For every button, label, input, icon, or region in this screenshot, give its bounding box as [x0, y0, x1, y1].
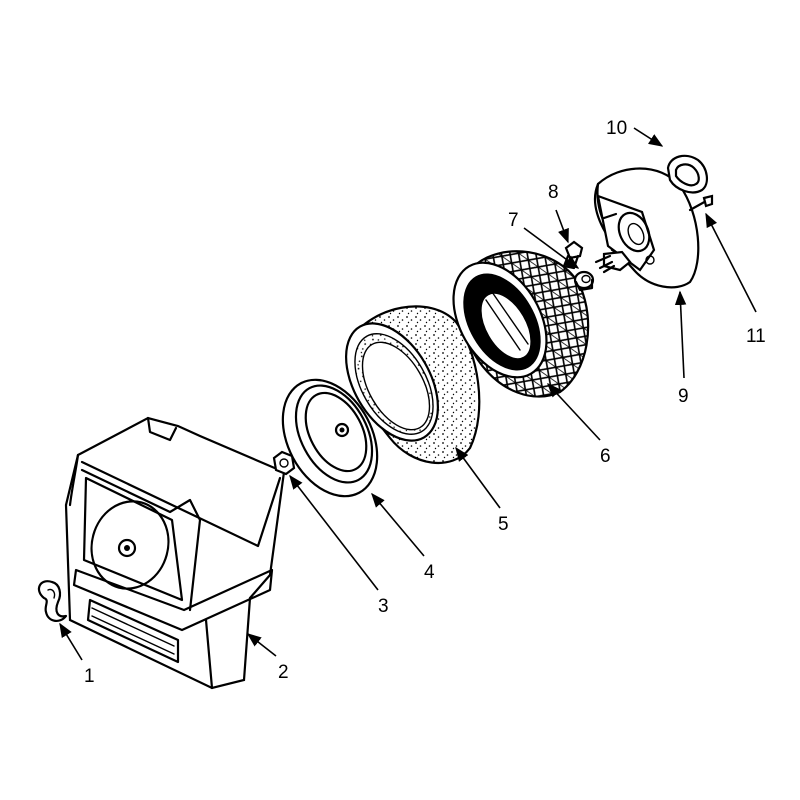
part-11-screw [688, 194, 714, 212]
part-5-foam-prefilter [344, 305, 481, 464]
part-1-clip [37, 580, 68, 622]
callout-2: 2 [278, 662, 289, 683]
callout-3: 3 [378, 596, 389, 617]
part-6-paper-filter [452, 250, 590, 398]
part-3-nut [272, 450, 296, 476]
part-2-cover [64, 416, 286, 690]
part-7-spacer [573, 270, 595, 292]
leader-lines [59, 127, 757, 661]
callout-7: 7 [508, 210, 519, 231]
part-9-back-plate [593, 167, 700, 289]
callout-4: 4 [424, 562, 435, 583]
part-10-gasket [666, 154, 708, 194]
callout-1: 1 [84, 666, 95, 687]
callout-9: 9 [678, 386, 689, 407]
part-4-base-plate [281, 378, 379, 498]
callout-6: 6 [600, 446, 611, 467]
callout-8: 8 [548, 182, 559, 203]
callout-labels: 1 2 3 4 5 6 7 8 9 10 11 [84, 118, 766, 687]
callout-5: 5 [498, 514, 509, 535]
callout-10: 10 [606, 118, 627, 139]
callout-11: 11 [746, 326, 766, 347]
